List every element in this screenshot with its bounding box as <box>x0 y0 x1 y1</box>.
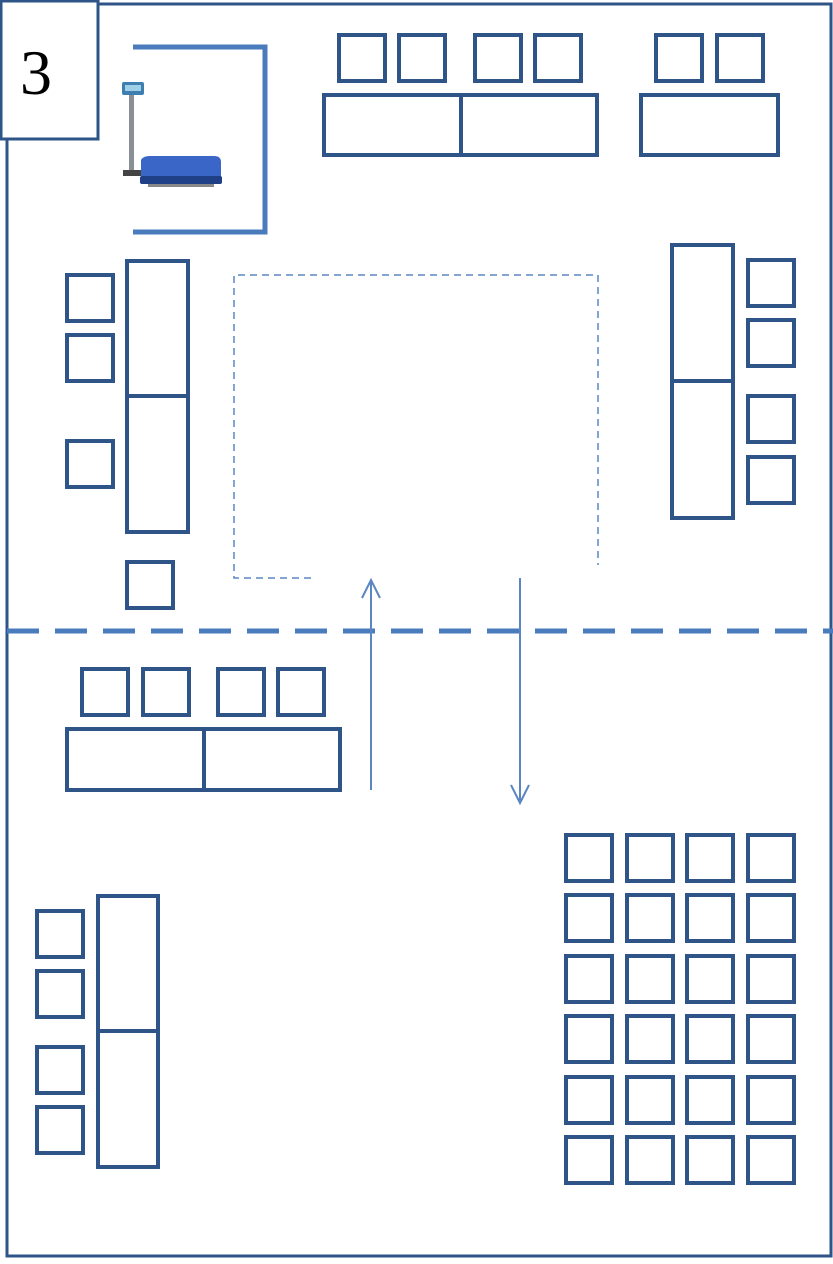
chair <box>65 439 115 489</box>
table <box>125 394 190 534</box>
chair <box>746 394 796 444</box>
chair <box>746 954 796 1004</box>
chair <box>35 1105 85 1155</box>
room-number: 3 <box>20 37 52 108</box>
chair <box>276 667 326 717</box>
chair <box>685 833 735 883</box>
arrow-up-icon <box>361 577 381 790</box>
table <box>670 379 735 520</box>
chair <box>533 33 583 83</box>
chair <box>746 258 796 308</box>
desk-group-left-mid <box>65 259 190 610</box>
chair <box>625 1014 675 1064</box>
table <box>322 93 463 157</box>
desk-group-right-mid <box>670 243 796 520</box>
chair <box>125 560 175 610</box>
chair <box>141 667 191 717</box>
chair <box>625 1075 675 1125</box>
scale-enclosure <box>133 44 268 235</box>
chair <box>564 954 614 1004</box>
table <box>670 243 735 383</box>
chair <box>685 1075 735 1125</box>
chair <box>654 33 704 83</box>
chair <box>746 833 796 883</box>
chair <box>625 833 675 883</box>
chair <box>35 1045 85 1095</box>
table <box>65 727 206 792</box>
chair <box>564 1075 614 1125</box>
chair <box>625 1135 675 1185</box>
chair <box>65 333 115 383</box>
chair <box>746 1135 796 1185</box>
chair <box>685 1135 735 1185</box>
chair <box>685 954 735 1004</box>
desk-group-bottom-left <box>35 894 160 1169</box>
chair <box>564 893 614 943</box>
chair <box>746 1075 796 1125</box>
chair <box>65 273 115 323</box>
chair <box>625 893 675 943</box>
chair <box>564 1135 614 1185</box>
chair <box>473 33 523 83</box>
desk-group-top-1 <box>322 33 599 157</box>
chair <box>35 909 85 959</box>
room-number-box <box>0 0 100 141</box>
chair <box>746 455 796 505</box>
table <box>459 93 599 157</box>
chair <box>564 1014 614 1064</box>
arrow-down-icon <box>510 578 530 806</box>
table <box>639 93 780 157</box>
chair <box>397 33 447 83</box>
chair <box>715 33 765 83</box>
platform-scale-icon <box>122 82 222 187</box>
desk-group-lower-left <box>65 667 342 792</box>
desk-group-top-2 <box>639 33 780 157</box>
chair <box>625 954 675 1004</box>
chair <box>80 667 130 717</box>
table <box>202 727 342 792</box>
chair <box>746 893 796 943</box>
seating-grid <box>564 833 796 1185</box>
table <box>125 259 190 398</box>
chair <box>685 893 735 943</box>
table <box>96 1029 160 1169</box>
chair <box>564 833 614 883</box>
chair <box>337 33 387 83</box>
chair <box>35 969 85 1019</box>
chair <box>216 667 266 717</box>
table <box>96 894 160 1033</box>
chair <box>746 1014 796 1064</box>
chair <box>746 318 796 368</box>
open-area-dashed <box>233 274 599 579</box>
chair <box>685 1014 735 1064</box>
room-outline <box>5 2 833 1258</box>
